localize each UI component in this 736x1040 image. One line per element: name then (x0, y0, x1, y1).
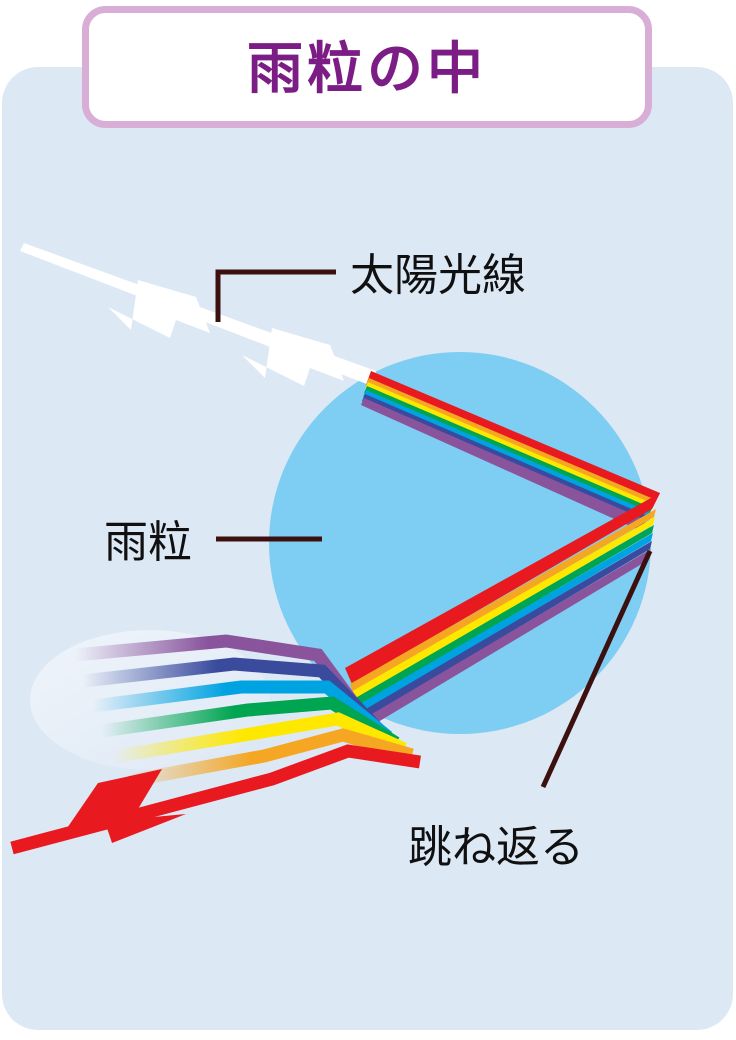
ray-yellow-ref (351, 517, 655, 700)
ray-green-ref (352, 525, 654, 708)
spectrum-reflected-band (345, 493, 660, 734)
leader-sunlight-ray (215, 269, 336, 322)
ray-red-ref (345, 493, 660, 684)
ray-orange-out (120, 728, 414, 789)
title-card: 雨粒の中 (82, 6, 652, 128)
spectrum-exit-rays (10, 634, 421, 855)
spectrum-incoming-band (361, 371, 660, 531)
ray-green-out (101, 696, 400, 749)
page-title: 雨粒の中 (247, 37, 487, 100)
label-raindrop: 雨粒 (104, 518, 192, 567)
ray-orange-ref (350, 509, 656, 692)
title-card-frame (82, 6, 652, 128)
ray-yellow-out (110, 712, 407, 764)
ray-red-out (10, 744, 421, 855)
ray-violet-ref (355, 549, 651, 734)
ray-blue-ref (353, 533, 653, 716)
ray-violet-in (361, 398, 646, 531)
raindrop-circle (269, 352, 651, 734)
ray-indigo-ref (354, 541, 652, 724)
leader-bounce-back (540, 549, 653, 789)
label-sunlight-ray: 太陽光線 (350, 251, 526, 300)
red-exit-arrowhead (63, 769, 186, 843)
white-sunlight-beam (20, 243, 376, 386)
label-bounce-back: 跳ね返る (408, 823, 584, 872)
